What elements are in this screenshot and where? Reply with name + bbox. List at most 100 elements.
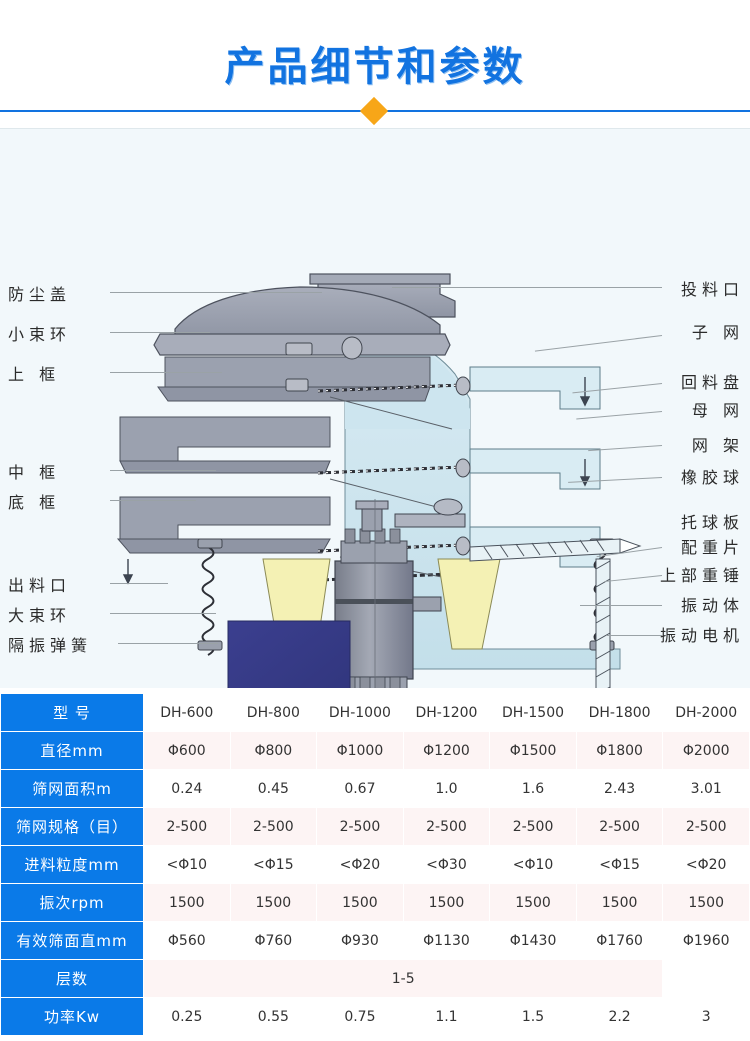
table-cell: Φ1500	[490, 732, 576, 769]
callout-label-bottom-frame: 底 框	[8, 493, 61, 512]
table-cell: Φ1200	[403, 732, 490, 769]
page-title: 产品细节和参数	[224, 44, 526, 90]
vibrating-sieve-cutaway-illustration	[116, 273, 642, 688]
table-cell: Φ1130	[403, 922, 490, 959]
table-cell: <Φ10	[490, 846, 576, 883]
table-cell: Φ800	[230, 732, 317, 769]
table-cell: 1.0	[403, 770, 490, 807]
specification-table: 型 号 DH-600 DH-800 DH-1000 DH-1200 DH-150…	[0, 693, 750, 1036]
leader-line-middle-frame	[110, 470, 216, 471]
table-cell: 1500	[317, 884, 403, 921]
row-header-layers: 层数	[1, 960, 143, 997]
callout-label-vibrating-motor: 振动电机	[659, 626, 744, 645]
table-cell: <Φ20	[317, 846, 403, 883]
table-row: 直径mm Φ600 Φ800 Φ1000 Φ1200 Φ1500 Φ1800 Φ…	[1, 732, 749, 769]
table-cell: DH-1500	[490, 694, 576, 731]
table-cell: 1500	[230, 884, 317, 921]
table-cell: Φ930	[317, 922, 403, 959]
table-cell: 2.2	[576, 998, 663, 1035]
callout-label-upper-frame: 上 框	[8, 365, 61, 384]
table-cell: 1500	[576, 884, 663, 921]
table-row: 有效筛面直mm Φ560 Φ760 Φ930 Φ1130 Φ1430 Φ1760…	[1, 922, 749, 959]
callout-label-balance-weight: 配重片	[680, 538, 744, 557]
table-cell: 1500	[144, 884, 230, 921]
row-header-diameter: 直径mm	[1, 732, 143, 769]
product-diagram: 防尘盖 小束环 上 框 中 框 底 框 出料口 大束环 隔振弹簧 机 座 投料口…	[0, 128, 750, 688]
table-cell: Φ1760	[576, 922, 663, 959]
leader-line-isolation-spring	[118, 643, 218, 644]
leader-line-upper-frame	[110, 372, 222, 373]
row-header-screen-area: 筛网面积m	[1, 770, 143, 807]
callout-label-dust-cover: 防尘盖	[8, 285, 72, 304]
callout-label-return-tray: 回料盘	[680, 373, 744, 392]
callout-label-feed-port: 投料口	[680, 280, 744, 299]
table-row: 进料粒度mm <Φ10 <Φ15 <Φ20 <Φ30 <Φ10 <Φ15 <Φ2…	[1, 846, 749, 883]
callout-label-mesh-frame: 网 架	[691, 436, 744, 455]
table-row: 型 号 DH-600 DH-800 DH-1000 DH-1200 DH-150…	[1, 694, 749, 731]
table-cell: 0.25	[144, 998, 230, 1035]
table-cell: 1500	[403, 884, 490, 921]
leader-line-large-clamp-ring	[110, 613, 216, 614]
table-cell: <Φ15	[230, 846, 317, 883]
row-header-power: 功率Kw	[1, 998, 143, 1035]
table-cell: <Φ10	[144, 846, 230, 883]
table-cell: 2.43	[576, 770, 663, 807]
row-header-vibration-rpm: 振次rpm	[1, 884, 143, 921]
table-cell-merged-layers: 1-5	[144, 960, 663, 997]
row-header-effective-diameter: 有效筛面直mm	[1, 922, 143, 959]
leader-line-bottom-frame	[110, 500, 196, 501]
table-cell: 2-500	[144, 808, 230, 845]
table-cell: 2-500	[317, 808, 403, 845]
leader-line-small-clamp-ring	[110, 332, 210, 333]
table-cell: 0.75	[317, 998, 403, 1035]
callout-label-discharge-port: 出料口	[8, 576, 72, 595]
table-cell: 2-500	[230, 808, 317, 845]
callout-label-small-clamp-ring: 小束环	[8, 325, 72, 344]
table-cell: 3.01	[663, 770, 749, 807]
table-cell-blank	[663, 960, 749, 997]
table-cell: Φ560	[144, 922, 230, 959]
table-cell: 1.1	[403, 998, 490, 1035]
spec-table-body: 型 号 DH-600 DH-800 DH-1000 DH-1200 DH-150…	[1, 694, 749, 1035]
row-header-mesh-spec: 筛网规格（目）	[1, 808, 143, 845]
table-cell: 0.67	[317, 770, 403, 807]
table-cell: DH-600	[144, 694, 230, 731]
table-cell: <Φ15	[576, 846, 663, 883]
table-row: 筛网规格（目） 2-500 2-500 2-500 2-500 2-500 2-…	[1, 808, 749, 845]
table-cell: 1500	[663, 884, 749, 921]
table-cell: 2-500	[576, 808, 663, 845]
callout-label-vibrating-body: 振动体	[680, 596, 744, 615]
table-cell: 1.5	[490, 998, 576, 1035]
leader-line-discharge-port	[110, 583, 168, 584]
leader-line-feed-port	[392, 287, 662, 288]
row-header-feed-size: 进料粒度mm	[1, 846, 143, 883]
table-cell: Φ2000	[663, 732, 749, 769]
callout-label-upper-weight: 上部重锤	[659, 566, 744, 585]
table-cell: DH-1000	[317, 694, 403, 731]
table-cell: DH-2000	[663, 694, 749, 731]
table-cell: 2-500	[663, 808, 749, 845]
page-header: 产品细节和参数	[0, 0, 750, 128]
callout-label-ball-support-plate: 托球板	[680, 513, 744, 532]
table-row: 功率Kw 0.25 0.55 0.75 1.1 1.5 2.2 3	[1, 998, 749, 1035]
leader-line-dust-cover	[110, 292, 322, 293]
table-cell: <Φ20	[663, 846, 749, 883]
callout-label-large-clamp-ring: 大束环	[8, 606, 72, 625]
table-cell: 0.24	[144, 770, 230, 807]
table-cell: 0.45	[230, 770, 317, 807]
table-row: 筛网面积m 0.24 0.45 0.67 1.0 1.6 2.43 3.01	[1, 770, 749, 807]
callout-label-main-mesh: 母 网	[691, 401, 744, 420]
row-header-model: 型 号	[1, 694, 143, 731]
table-cell: Φ600	[144, 732, 230, 769]
table-cell: Φ1960	[663, 922, 749, 959]
table-cell: 2-500	[403, 808, 490, 845]
callout-label-sub-mesh: 子 网	[691, 323, 744, 342]
table-cell: DH-1200	[403, 694, 490, 731]
table-row: 振次rpm 1500 1500 1500 1500 1500 1500 1500	[1, 884, 749, 921]
leader-line-vibrating-body	[580, 605, 662, 606]
table-cell: DH-800	[230, 694, 317, 731]
table-cell: 1.6	[490, 770, 576, 807]
table-cell: 3	[663, 998, 749, 1035]
table-cell: Φ1000	[317, 732, 403, 769]
table-cell: DH-1800	[576, 694, 663, 731]
